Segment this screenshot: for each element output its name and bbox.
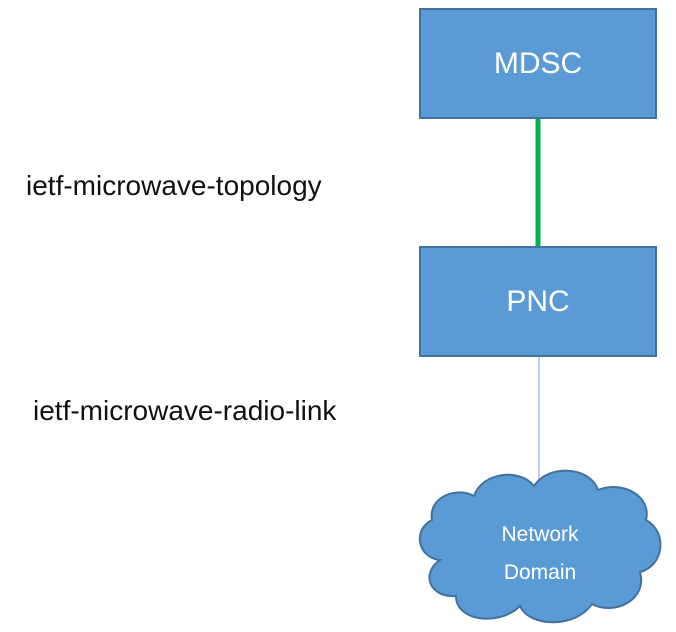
pnc-label: PNC <box>506 284 570 318</box>
topology-label: ietf-microwave-topology <box>26 170 322 201</box>
network-domain-label: Network Domain <box>470 516 610 592</box>
pnc-node: PNC <box>419 246 657 357</box>
radio-link-label: ietf-microwave-radio-link <box>33 395 337 426</box>
mdsc-label: MDSC <box>493 46 583 80</box>
network-domain-cloud <box>418 469 662 624</box>
network-domain-line2: Domain <box>503 561 577 584</box>
network-domain-line1: Network <box>501 523 579 546</box>
mdsc-node: MDSC <box>419 8 657 119</box>
